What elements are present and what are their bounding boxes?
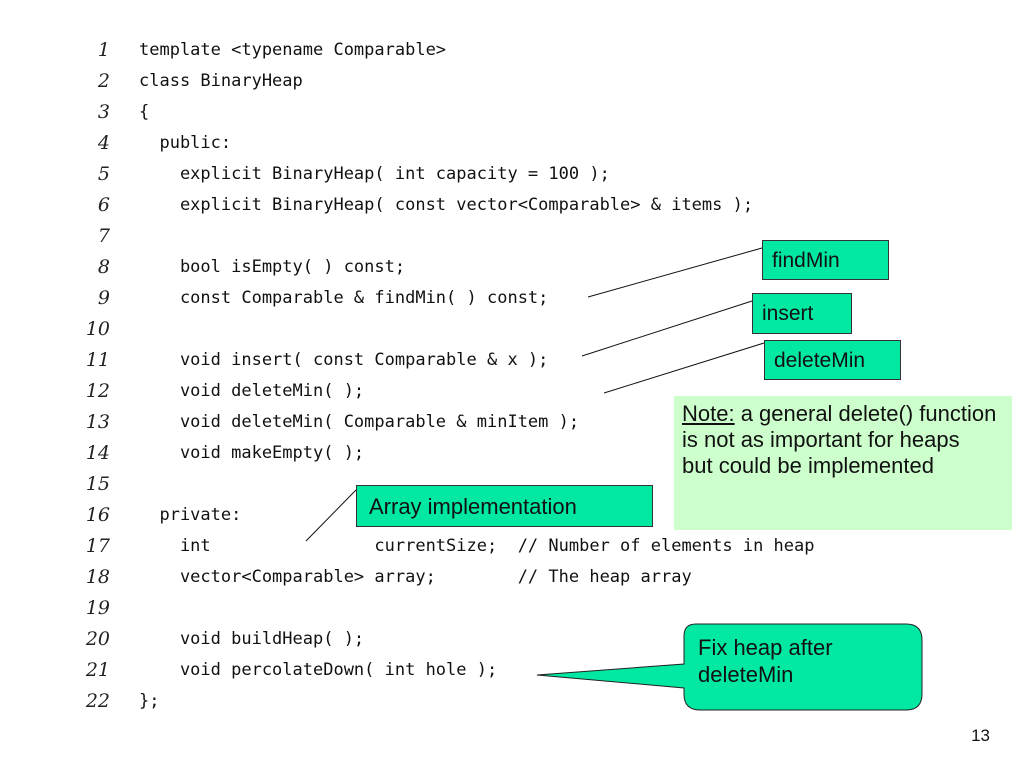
code-line: void deleteMin( Comparable & minItem ); <box>139 412 580 432</box>
code-line: { <box>139 102 150 122</box>
code-line: void buildHeap( ); <box>139 629 365 649</box>
line-number: 17 <box>85 535 110 557</box>
line-number: 9 <box>97 287 110 309</box>
code-line: private: <box>139 505 242 525</box>
line-number: 12 <box>85 380 110 402</box>
line-number: 21 <box>85 659 110 681</box>
code-line: void deleteMin( ); <box>139 381 365 401</box>
line-number: 5 <box>97 163 110 185</box>
line-number: 1 <box>97 39 110 61</box>
line-number: 3 <box>97 101 110 123</box>
line-number: 4 <box>97 132 110 154</box>
code-line: class BinaryHeap <box>139 71 303 91</box>
code-line: int currentSize; // Number of elements i… <box>139 536 815 556</box>
line-number: 16 <box>85 504 110 526</box>
code-line: void makeEmpty( ); <box>139 443 365 463</box>
code-line: explicit BinaryHeap( const vector<Compar… <box>139 195 754 215</box>
code-line: void percolateDown( int hole ); <box>139 660 498 680</box>
array-implementation-label: Array implementation <box>356 485 653 527</box>
code-line: bool isEmpty( ) const; <box>139 257 406 277</box>
note-box: Note: a general delete() function is not… <box>674 396 1012 530</box>
line-number: 15 <box>85 473 110 495</box>
line-number: 19 <box>85 597 110 619</box>
code-line: const Comparable & findMin( ) const; <box>139 288 549 308</box>
line-number: 7 <box>97 225 110 247</box>
page-number: 13 <box>971 726 990 745</box>
line-number: 14 <box>85 442 110 464</box>
insert-connector <box>581 300 753 357</box>
deletemin-label: deleteMin <box>764 340 901 380</box>
line-number: 10 <box>85 318 110 340</box>
line-number: 18 <box>85 566 110 588</box>
code-line: template <typename Comparable> <box>139 40 447 60</box>
code-line: }; <box>139 691 160 711</box>
code-line: vector<Comparable> array; // The heap ar… <box>139 567 692 587</box>
line-number: 8 <box>97 256 110 278</box>
fix-heap-callout-text: Fix heap after deleteMin <box>698 635 833 687</box>
line-number: 13 <box>85 411 110 433</box>
findmin-label: findMin <box>762 240 889 280</box>
note-line2: but could be implemented <box>682 453 934 478</box>
code-line: void insert( const Comparable & x ); <box>139 350 549 370</box>
line-number: 6 <box>97 194 110 216</box>
deletemin-connector <box>603 342 765 394</box>
insert-label: insert <box>752 293 852 334</box>
findmin-connector <box>587 247 763 298</box>
line-number: 22 <box>85 690 110 712</box>
code-line: explicit BinaryHeap( int capacity = 100 … <box>139 164 610 184</box>
line-number: 20 <box>85 628 110 650</box>
line-number: 2 <box>97 70 110 92</box>
line-number: 11 <box>85 349 110 371</box>
code-line: public: <box>139 133 232 153</box>
note-title: Note: <box>682 401 735 426</box>
note-body: a general delete() function is not as im… <box>682 401 997 452</box>
